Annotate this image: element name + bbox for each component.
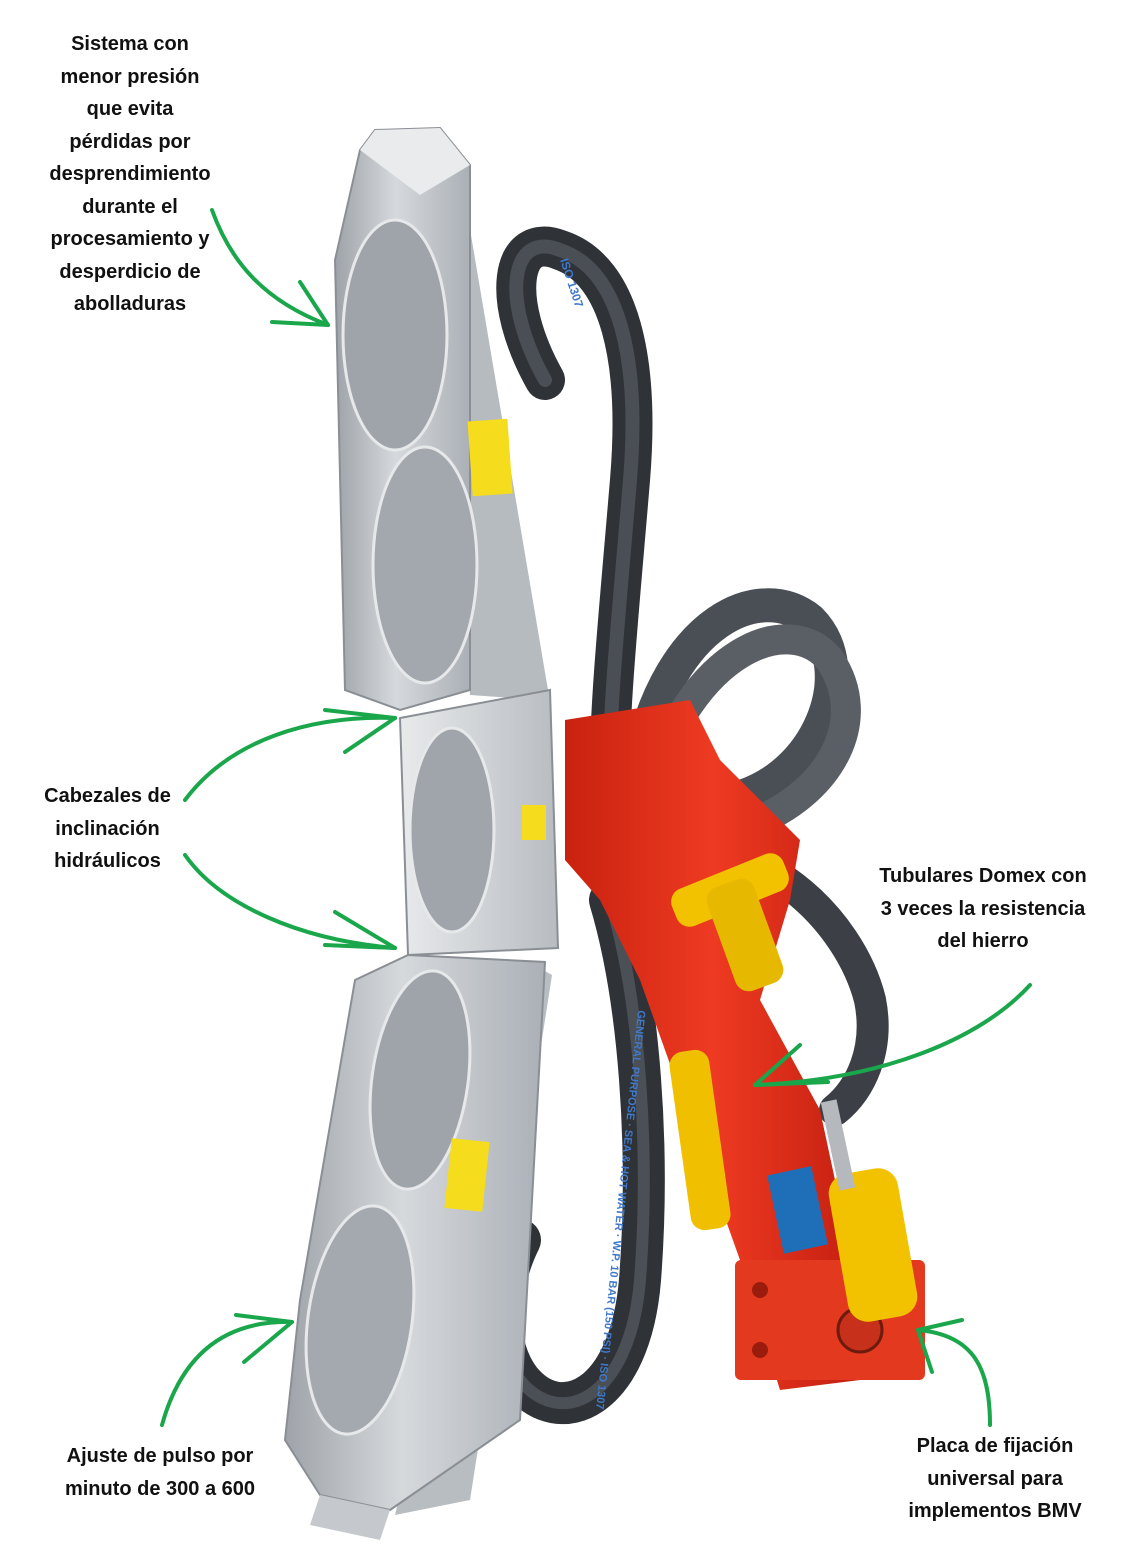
bottom-disc-2	[304, 1204, 416, 1436]
arrow-right	[753, 983, 1032, 1087]
info-sticker	[767, 1166, 828, 1254]
arrow-bottom-left	[160, 1313, 294, 1427]
mid-warning-sticker	[522, 805, 546, 840]
label-hydraulic-tilt-heads: Cabezales de inclinación hidráulicos	[44, 785, 171, 872]
arrow-top-left	[210, 208, 330, 327]
lower-black-hose-highlight	[514, 894, 650, 1410]
cylinder-left	[669, 1049, 731, 1231]
cylinder-mid	[706, 878, 784, 992]
callout-arrows	[160, 208, 1032, 1427]
arrow-middle-upper	[183, 708, 397, 802]
arrow-middle-lower	[183, 853, 397, 950]
label-pulse-adjustment: Ajuste de pulso por minuto de 300 a 600	[64, 1445, 256, 1500]
bottom-warning-sticker	[444, 1138, 490, 1212]
cylinder-right-body	[828, 1168, 918, 1322]
bottom-head-tip	[310, 1495, 390, 1540]
vibrating-heads	[283, 126, 560, 1540]
bottom-disc-1	[368, 969, 472, 1191]
upper-black-hose-highlight	[509, 239, 640, 767]
top-disc-1	[341, 218, 449, 452]
label-universal-mounting-plate: Placa de fijación universal para impleme…	[908, 1435, 1082, 1522]
hydraulic-cylinders	[669, 853, 918, 1322]
cylinder-right-rod	[820, 1099, 856, 1191]
top-head-bevel	[360, 128, 470, 195]
top-disc-2	[371, 445, 479, 685]
bolt-2	[752, 1282, 768, 1298]
label-domex-tubulars: Tubulares Domex con 3 veces la resistenc…	[879, 865, 1087, 952]
top-warning-sticker	[467, 418, 513, 497]
coil-hose-2	[635, 624, 861, 835]
arrow-bottom-right	[916, 1318, 992, 1427]
bolt-3	[752, 1342, 768, 1358]
label-low-pressure-system: Sistema con menor presión que evita pérd…	[49, 33, 211, 315]
mid-disc	[408, 726, 496, 934]
